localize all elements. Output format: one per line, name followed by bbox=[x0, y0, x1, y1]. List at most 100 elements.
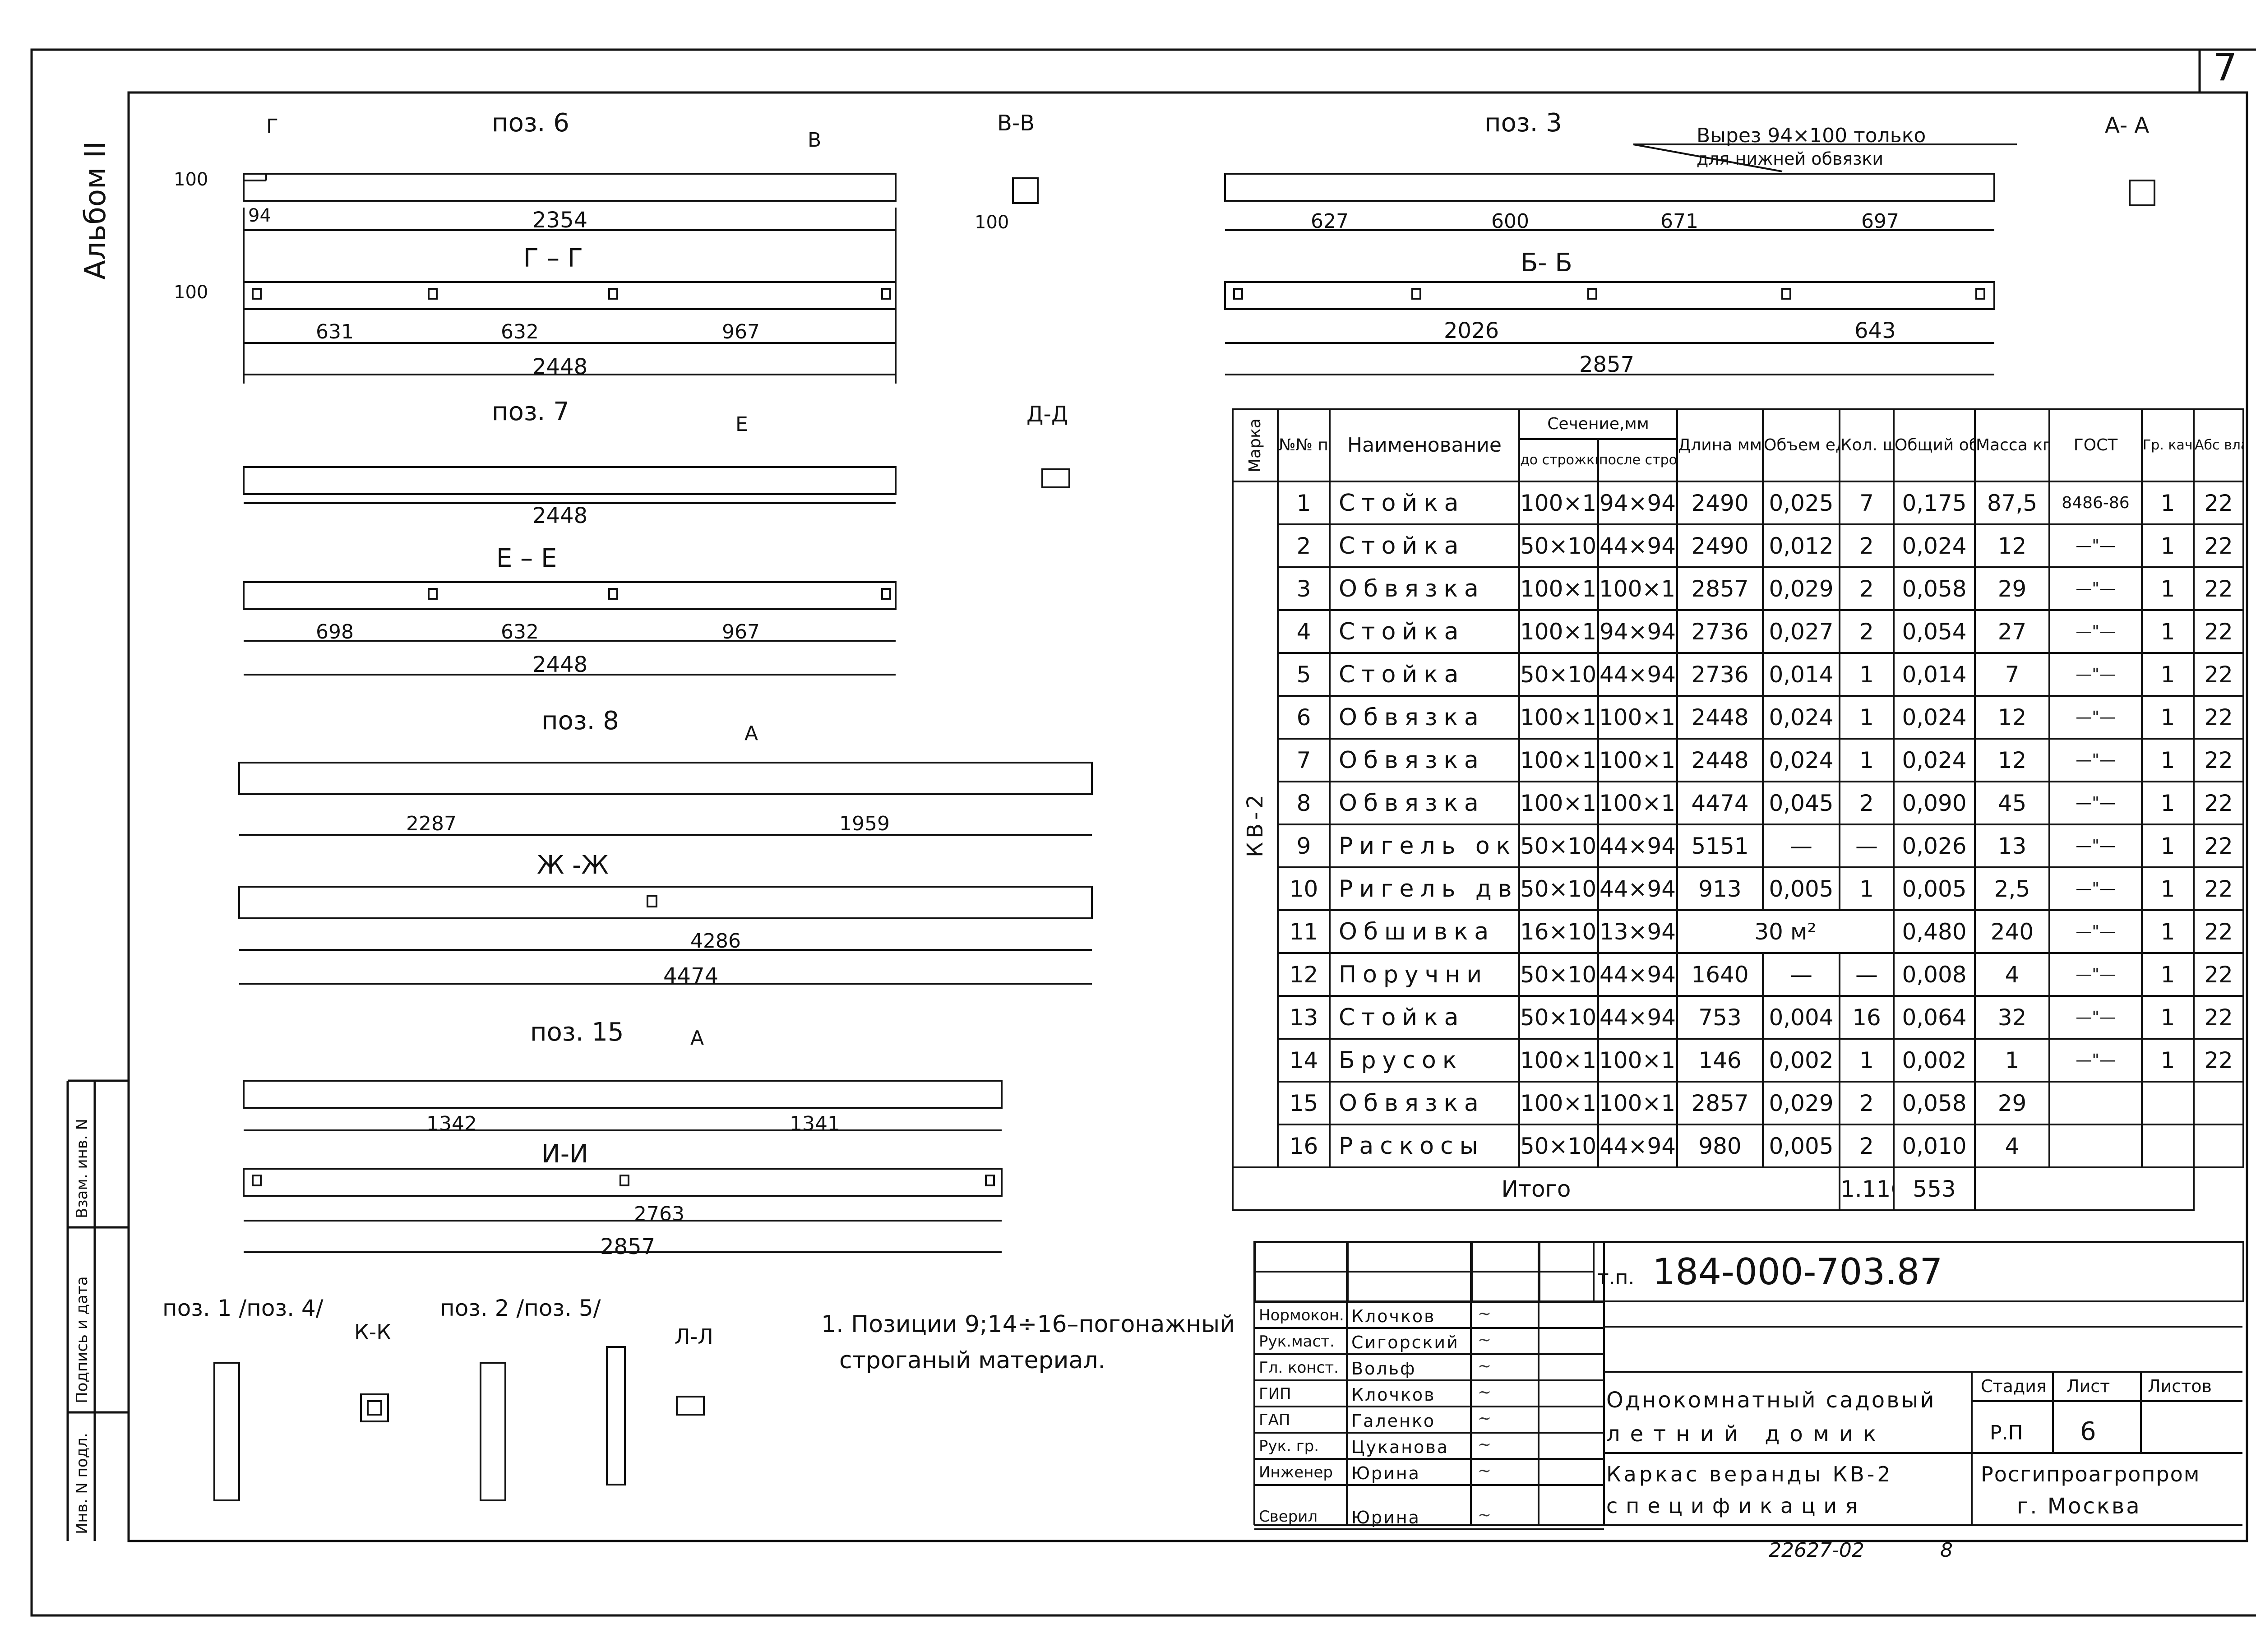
sheet-title-line2: спецификация bbox=[1606, 1494, 1866, 1518]
sheet-number: 7 bbox=[2213, 45, 2238, 89]
spec-cell: 1 bbox=[2141, 695, 2195, 740]
spec-cell: 1 bbox=[1839, 1038, 1895, 1083]
spec-cell: 1 bbox=[1839, 695, 1895, 740]
spec-cell: Обвязка bbox=[1329, 566, 1520, 611]
staff-role: Рук.маст. bbox=[1259, 1333, 1335, 1351]
spec-cell: 8486-86 bbox=[2048, 481, 2143, 525]
spec-cell: 0,175 bbox=[1893, 481, 1976, 525]
staff-role: Сверил bbox=[1259, 1508, 1318, 1526]
spec-cell: 2 bbox=[1839, 523, 1895, 568]
spec-cell: 0,480 bbox=[1893, 909, 1976, 954]
spec-cell: 30 м² bbox=[1676, 909, 1895, 954]
spec-cell: 1 bbox=[2141, 609, 2195, 654]
org-line1: Росгипроагропром bbox=[1981, 1462, 2201, 1486]
project-line2: летний домик bbox=[1606, 1421, 1886, 1447]
spec-cell: 32 bbox=[1974, 995, 2051, 1040]
pos7-dim: 2448 bbox=[532, 503, 588, 528]
sheet-title-line1: Каркас веранды КВ-2 bbox=[1606, 1462, 1893, 1486]
spec-cell: Обвязка bbox=[1329, 695, 1520, 740]
spec-cell: —"— bbox=[2048, 1038, 2143, 1083]
staff-role: Инженер bbox=[1259, 1463, 1333, 1481]
view-aa-title: А- А bbox=[2105, 113, 2150, 138]
spec-cell: —"— bbox=[2048, 995, 2143, 1040]
spec-cell: 0,058 bbox=[1893, 566, 1976, 611]
spec-cell: 22 bbox=[2193, 652, 2245, 697]
spec-cell: 50×100 bbox=[1518, 652, 1599, 697]
signature: ~ bbox=[1478, 1331, 1492, 1349]
spec-cell: 100×100 bbox=[1518, 1038, 1599, 1083]
spec-cell: — bbox=[1762, 952, 1841, 997]
spec-row: 3Обвязка100×100100×10028570,02920,05829—… bbox=[1233, 566, 2245, 611]
spec-cell: 1 bbox=[2141, 995, 2195, 1040]
spec-cell: 0,024 bbox=[1762, 695, 1841, 740]
staff-name: Юрина bbox=[1351, 1508, 1420, 1527]
spec-cell: 2448 bbox=[1676, 738, 1764, 782]
spec-cell: 22 bbox=[2193, 781, 2245, 825]
view-dd-title: Д-Д bbox=[1026, 402, 1068, 427]
spec-cell: —"— bbox=[2048, 523, 2143, 568]
spec-cell: Обшивка bbox=[1329, 909, 1520, 954]
spec-row: 4Стойка100×10094×9427360,02720,05427—"—1… bbox=[1233, 609, 2245, 654]
spec-cell: 7 bbox=[1277, 738, 1331, 782]
spec-cell: 10 bbox=[1277, 866, 1331, 911]
spec-cell: 3 bbox=[1277, 566, 1331, 611]
spec-cell: 100×100 bbox=[1518, 1081, 1599, 1125]
detail-p25-title: поз. 2 /поз. 5/ bbox=[440, 1295, 601, 1321]
stage-value: Р.П bbox=[1990, 1421, 2023, 1444]
staff-role: ГАП bbox=[1259, 1411, 1290, 1429]
pos15-cut-a: А bbox=[690, 1027, 704, 1050]
staff-name: Цуканова bbox=[1351, 1437, 1449, 1457]
spec-cell: 2 bbox=[1839, 1081, 1895, 1125]
spec-cell bbox=[2141, 1124, 2195, 1168]
pos3-title: поз. 3 bbox=[1484, 108, 1562, 138]
spec-cell: 22 bbox=[2193, 909, 2245, 954]
spec-cell: 13×94 bbox=[1597, 909, 1678, 954]
spec-cell: 6 bbox=[1277, 695, 1331, 740]
spec-cell: 44×94 bbox=[1597, 652, 1678, 697]
col-moist: Абс влаж % bbox=[2193, 408, 2245, 482]
spec-cell: 0,024 bbox=[1762, 738, 1841, 782]
signature: ~ bbox=[1478, 1305, 1492, 1323]
spec-cell: 2448 bbox=[1676, 695, 1764, 740]
pos15-dim: 2763 bbox=[634, 1203, 684, 1226]
pos7-section-title: Е – Е bbox=[496, 544, 557, 573]
total-volume: 1.116 bbox=[1839, 1166, 1895, 1211]
spec-cell: 1 bbox=[1974, 1038, 2051, 1083]
staff-name: Юрина bbox=[1351, 1463, 1420, 1483]
pos15-title: поз. 15 bbox=[530, 1018, 624, 1047]
signature: ~ bbox=[1478, 1435, 1492, 1454]
spec-cell: 100×100 bbox=[1597, 566, 1678, 611]
spec-cell: 44×94 bbox=[1597, 1124, 1678, 1168]
spec-cell: 2 bbox=[1839, 1124, 1895, 1168]
spec-cell: 100×100 bbox=[1597, 1038, 1678, 1083]
view-bb-dim: 100 bbox=[975, 212, 1009, 233]
spec-cell: Ригель дверной bbox=[1329, 866, 1520, 911]
spec-cell: 50×100 bbox=[1518, 952, 1599, 997]
spec-cell: 16 bbox=[1277, 1124, 1331, 1168]
spec-row: 2Стойка50×10044×9424900,01220,02412—"—12… bbox=[1233, 523, 2245, 568]
spec-cell: 50×100 bbox=[1518, 824, 1599, 868]
spec-cell: 22 bbox=[2193, 824, 2245, 868]
spec-cell: 2490 bbox=[1676, 523, 1764, 568]
spec-cell: —"— bbox=[2048, 952, 2143, 997]
spec-cell: 980 bbox=[1676, 1124, 1764, 1168]
spec-cell: 4474 bbox=[1676, 781, 1764, 825]
spec-cell: Ригель оконный bbox=[1329, 824, 1520, 868]
view-bb-title: В-В bbox=[997, 111, 1035, 136]
spec-cell: 11 bbox=[1277, 909, 1331, 954]
spec-cell: 2736 bbox=[1676, 609, 1764, 654]
spec-cell: —"— bbox=[2048, 866, 2143, 911]
col-name: Наименование bbox=[1329, 408, 1520, 482]
pos3-dim: 2857 bbox=[1579, 352, 1635, 377]
spec-cell bbox=[2048, 1081, 2143, 1125]
sheet-value: 6 bbox=[2080, 1417, 2096, 1446]
spec-cell: 22 bbox=[2193, 866, 2245, 911]
spec-cell: Обвязка bbox=[1329, 781, 1520, 825]
spec-cell: 2,5 bbox=[1974, 866, 2051, 911]
spec-cell: 44×94 bbox=[1597, 995, 1678, 1040]
spec-cell: —"— bbox=[2048, 781, 2143, 825]
spec-cell: 14 bbox=[1277, 1038, 1331, 1083]
spec-cell: 50×100 bbox=[1518, 1124, 1599, 1168]
